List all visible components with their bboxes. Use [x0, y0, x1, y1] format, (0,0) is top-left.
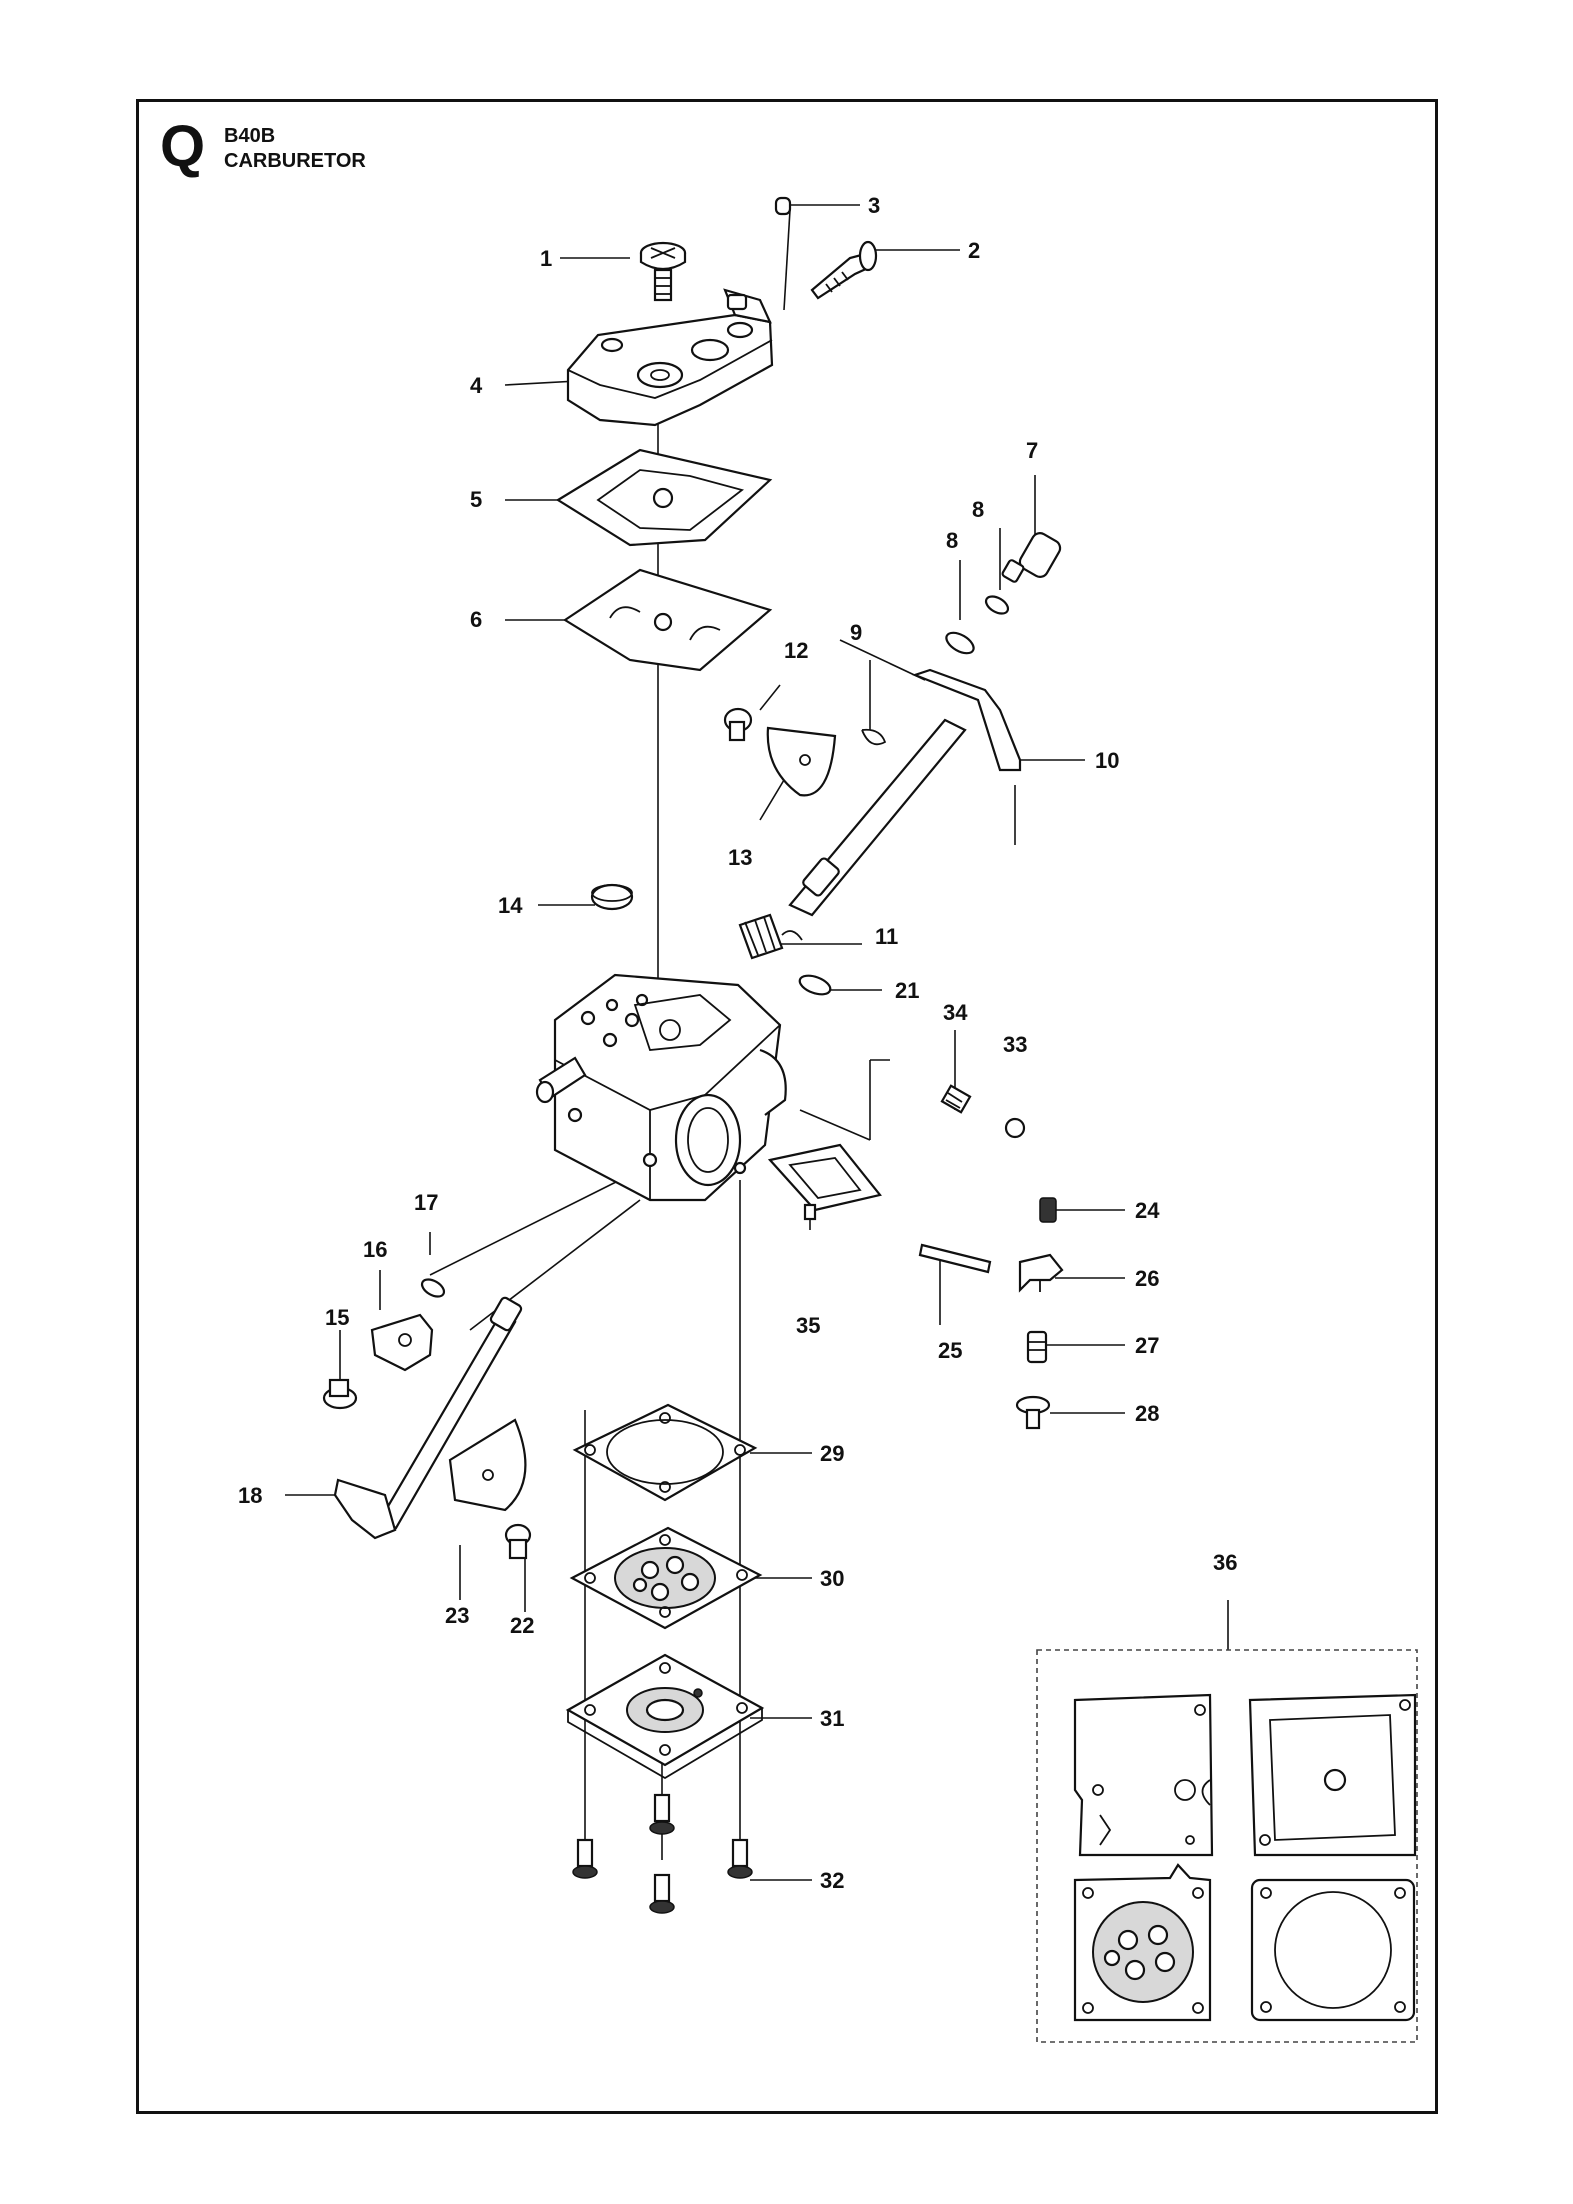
- callout-9: 9: [850, 620, 862, 645]
- callout-2: 2: [968, 238, 980, 263]
- callout-15: 15: [325, 1305, 349, 1330]
- part-kit-36: [1036, 1649, 1418, 2043]
- part-gasket-29: [572, 1403, 758, 1502]
- callout-6: 6: [470, 607, 482, 632]
- callout-29: 29: [820, 1441, 844, 1466]
- part-diaphragm-30: [569, 1526, 763, 1630]
- part-ball-33: [1004, 1117, 1026, 1139]
- page-frame: [136, 99, 1438, 2114]
- callout-11: 11: [875, 924, 898, 949]
- part-choke-plate-23: [448, 1418, 527, 1512]
- part-throttle-shaft-10: [788, 668, 1022, 917]
- callout-3: 3: [868, 193, 880, 218]
- part-lever-26: [1018, 1253, 1064, 1293]
- part-clip-21: [798, 974, 832, 996]
- callout-13: 13: [728, 845, 752, 870]
- part-choke-lever-16: [370, 1313, 434, 1372]
- callout-28: 28: [1135, 1401, 1159, 1426]
- part-cover-31: [565, 1653, 765, 1780]
- part-clip-17: [420, 1278, 446, 1298]
- callout-25: 25: [938, 1338, 962, 1363]
- part-gasket-5: [555, 448, 773, 547]
- part-throttle-plate-13: [766, 726, 837, 797]
- model-code: B40B: [224, 125, 276, 147]
- part-cover-4: [566, 288, 774, 427]
- part-ring-14: [590, 883, 634, 911]
- part-fitting-7: [1001, 532, 1062, 583]
- callout-8b: 8: [946, 528, 958, 553]
- part-spring-34: [940, 1084, 972, 1114]
- callout-34: 34: [943, 1000, 968, 1025]
- part-spring-24: [1039, 1197, 1057, 1223]
- part-washers-8: [945, 595, 1010, 655]
- part-screw-12: [723, 707, 753, 742]
- part-carburetor-body: [535, 973, 787, 1202]
- callout-8a: 8: [972, 497, 984, 522]
- callout-7: 7: [1026, 438, 1038, 463]
- part-needle-27: [1026, 1330, 1048, 1364]
- callout-5: 5: [470, 487, 482, 512]
- part-screw-15: [322, 1378, 358, 1410]
- callout-27: 27: [1135, 1333, 1159, 1358]
- callout-36: 36: [1213, 1550, 1237, 1575]
- callout-16: 16: [363, 1237, 387, 1262]
- callout-14: 14: [498, 893, 523, 918]
- section-letter: Q: [160, 114, 206, 179]
- part-pin-25: [918, 1243, 992, 1274]
- section-name: CARBURETOR: [224, 150, 366, 172]
- part-diaphragm-6: [562, 568, 773, 672]
- callout-26: 26: [1135, 1266, 1159, 1291]
- callout-labels: 1 2 3 4 5 6 7 8 8 9 10 11 12 13 14 15 16…: [238, 193, 1237, 1893]
- part-clip-9: [861, 728, 887, 746]
- callout-1: 1: [540, 246, 552, 271]
- part-screw-28: [1015, 1395, 1051, 1430]
- part-adjusting-screw-2: [810, 240, 878, 300]
- callout-32: 32: [820, 1868, 844, 1893]
- callout-12: 12: [784, 638, 808, 663]
- callout-4: 4: [470, 373, 483, 398]
- part-screw-22: [504, 1523, 532, 1560]
- callout-17: 17: [414, 1190, 438, 1215]
- part-screw-1: [639, 241, 687, 302]
- callout-23: 23: [445, 1603, 469, 1628]
- part-cap-3: [774, 196, 792, 216]
- callout-10: 10: [1095, 748, 1119, 773]
- part-choke-shaft-18: [333, 1296, 523, 1540]
- callout-30: 30: [820, 1566, 844, 1591]
- callout-22: 22: [510, 1613, 534, 1638]
- callout-24: 24: [1135, 1198, 1160, 1223]
- part-spring-11: [738, 913, 803, 960]
- callout-33: 33: [1003, 1032, 1027, 1057]
- callout-21: 21: [895, 978, 919, 1003]
- callout-18: 18: [238, 1483, 262, 1508]
- callout-35: 35: [796, 1313, 820, 1338]
- part-plate-35: [767, 1143, 882, 1221]
- part-screws-32: [572, 1793, 753, 1914]
- callout-31: 31: [820, 1706, 844, 1731]
